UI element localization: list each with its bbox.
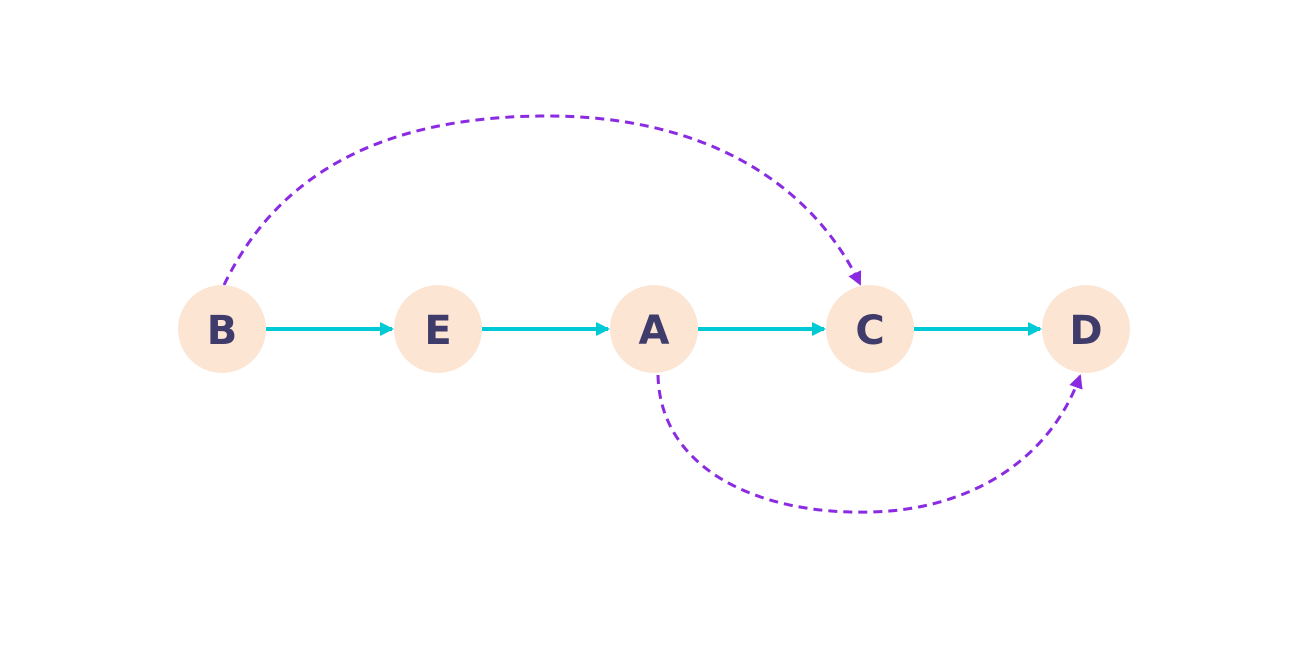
node-e-circle xyxy=(394,285,482,373)
node-e: E xyxy=(394,285,482,373)
node-c-circle xyxy=(826,285,914,373)
node-d: D xyxy=(1042,285,1130,373)
node-d-label: D xyxy=(1069,308,1102,354)
node-a: A xyxy=(610,285,698,373)
edge-b-c-dashed xyxy=(222,114,862,286)
edge-a-d-dashed xyxy=(656,374,1083,514)
node-a-label: A xyxy=(639,308,670,354)
node-b-circle xyxy=(178,285,266,373)
node-b-label: B xyxy=(207,308,238,354)
node-a-circle xyxy=(610,285,698,373)
node-c: C xyxy=(826,285,914,373)
node-c-label: C xyxy=(855,308,884,354)
node-b: B xyxy=(178,285,266,373)
node-d-circle xyxy=(1042,285,1130,373)
node-e-label: E xyxy=(424,308,451,354)
dashed-edges xyxy=(222,114,1083,514)
